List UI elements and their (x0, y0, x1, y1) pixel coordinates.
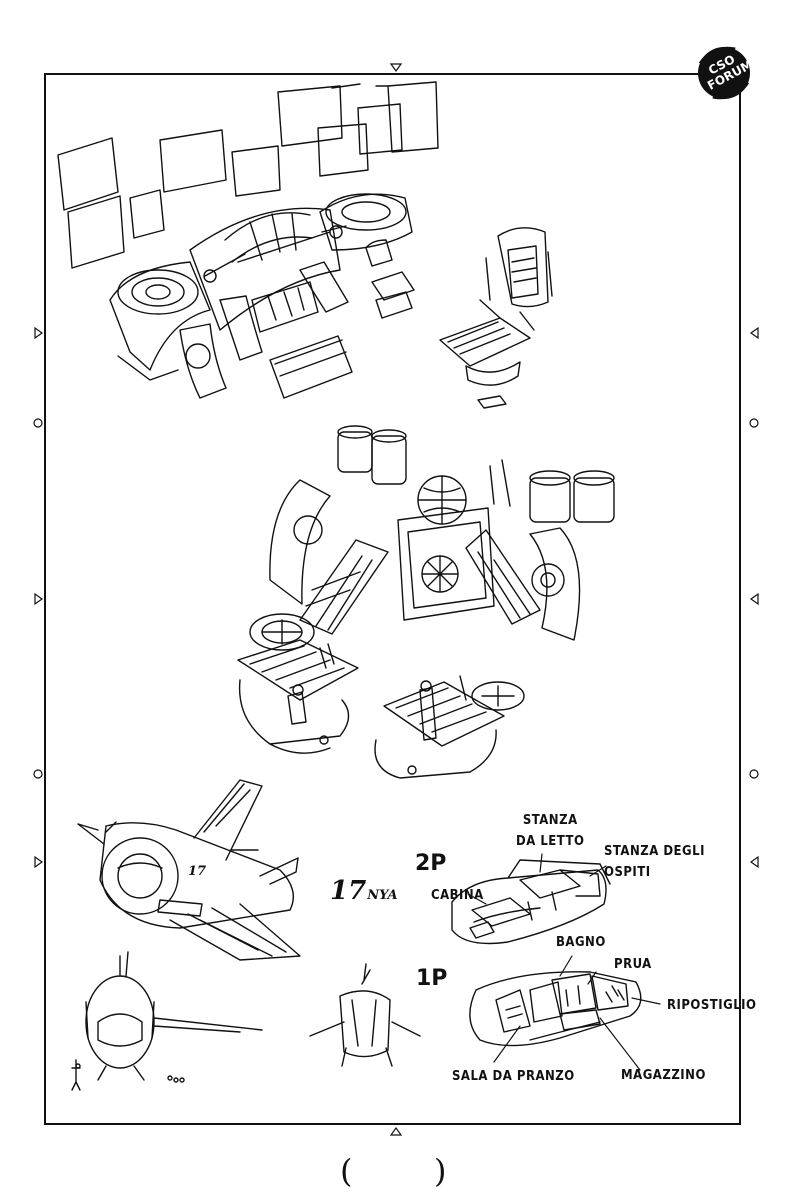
left-mark-1 (34, 326, 44, 340)
right-mark-1 (749, 326, 759, 340)
label-guest-room: STANZA DEGLI OSPITI (604, 844, 705, 880)
ship-rear-view (309, 963, 421, 1067)
label-bedroom-line2: DA LETTO (516, 834, 585, 849)
floor-2p-cutaway (451, 859, 611, 945)
left-circle-1 (33, 418, 43, 428)
floor-1p-label: 1P (416, 966, 448, 991)
right-mark-3 (749, 855, 759, 869)
left-mark-2 (34, 592, 44, 606)
ship-side-view (77, 779, 301, 961)
label-cabin: CABINA (431, 888, 484, 903)
ship-front-view (71, 951, 263, 1091)
pilot-seat (439, 227, 553, 409)
label-dining-room: SALA DA PRANZO (452, 1069, 575, 1084)
ship-badge-number: 17 (330, 876, 367, 906)
left-mark-3 (34, 855, 44, 869)
cockpit-console (109, 193, 415, 399)
bridge-deck (269, 425, 615, 641)
label-guest-line1: STANZA DEGLI (604, 844, 705, 859)
label-bedroom-line1: STANZA (522, 813, 578, 828)
top-center-mark (389, 63, 403, 73)
page-number-open: ( (340, 1152, 353, 1190)
floor-2p-label: 2P (415, 851, 447, 876)
right-circle-1 (749, 418, 759, 428)
ship-badge: 17NYA (330, 876, 398, 906)
ship-hull-marking: 17 (188, 864, 206, 879)
label-leaders (467, 853, 661, 1071)
label-bathroom: BAGNO (556, 935, 606, 950)
ship-badge-suffix: NYA (367, 888, 398, 903)
label-closet: RIPOSTIGLIO (667, 998, 757, 1013)
floor-1p-cutaway (469, 971, 642, 1047)
hull-number: 17 (188, 864, 207, 879)
lower-stations (237, 613, 525, 779)
label-bedroom: STANZA DA LETTO (516, 813, 584, 849)
right-mark-2 (749, 592, 759, 606)
label-storage: MAGAZZINO (621, 1068, 706, 1083)
forum-logo (698, 46, 750, 100)
right-circle-2 (749, 769, 759, 779)
left-circle-2 (33, 769, 43, 779)
bottom-center-mark (389, 1126, 403, 1136)
page-number-close: ) (434, 1152, 447, 1190)
monitor-screens (57, 81, 439, 269)
page-frame (44, 73, 741, 1125)
label-guest-line2: OSPITI (604, 865, 651, 880)
label-bow: PRUA (614, 957, 652, 972)
